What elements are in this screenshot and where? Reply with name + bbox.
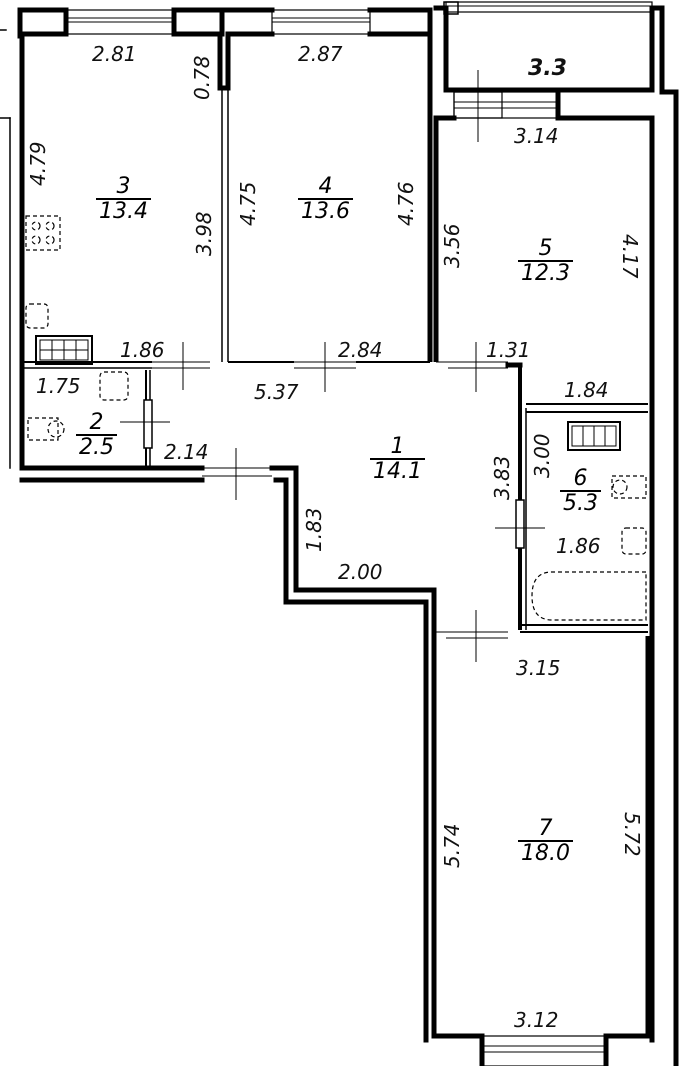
dim-r6-bottom: 1.86 — [556, 534, 601, 558]
room-number: 5 — [538, 236, 553, 261]
dim-r2-top: 1.75 — [36, 374, 81, 398]
dim-r4-bottom: 2.84 — [338, 338, 383, 362]
room-area: 13.4 — [96, 198, 151, 224]
room-4-label: 4 13.6 — [298, 176, 353, 224]
room-number: 6 — [573, 466, 588, 491]
room-number: 4 — [318, 174, 333, 199]
dim-r6-left: 3.00 — [530, 433, 554, 478]
dim-r5-bottom: 1.84 — [564, 378, 609, 402]
dim-r7-top: 3.15 — [516, 656, 561, 680]
dim-r4-top: 2.87 — [298, 42, 343, 66]
room-area: 18.0 — [518, 840, 573, 866]
balcony-area: 3.3 — [528, 56, 567, 81]
dim-r3-top: 2.81 — [92, 42, 137, 66]
room-area: 5.3 — [560, 490, 601, 516]
room-6-label: 6 5.3 — [560, 468, 601, 516]
room-number: 2 — [89, 410, 104, 435]
room-3-label: 3 13.4 — [96, 176, 151, 224]
dim-r3-left: 4.79 — [26, 141, 50, 186]
room-5-label: 5 12.3 — [518, 238, 573, 286]
room-area: 2.5 — [76, 434, 117, 460]
room-area: 12.3 — [518, 260, 573, 286]
room-area: 13.6 — [298, 198, 353, 224]
dim-r3-side-top: 0.78 — [190, 55, 214, 100]
room-7-label: 7 18.0 — [518, 818, 573, 866]
room-number: 3 — [116, 174, 131, 199]
dim-r7-right: 5.72 — [620, 812, 644, 857]
room-number: 1 — [390, 434, 405, 459]
dim-r4-right: 4.76 — [394, 181, 418, 226]
dim-r5-bottom-left: 1.31 — [486, 338, 531, 362]
dim-r4-left: 4.75 — [236, 181, 260, 226]
room-area: 14.1 — [370, 458, 425, 484]
dim-r3-bottom: 1.86 — [120, 338, 165, 362]
dim-r5-top: 3.14 — [514, 124, 559, 148]
dim-hall-bottom: 2.00 — [338, 560, 383, 584]
dim-hall-mid: 1.83 — [302, 507, 326, 552]
dim-r5-left: 3.56 — [440, 223, 464, 268]
dim-hall-right: 3.83 — [490, 455, 514, 500]
dim-r7-left: 5.74 — [440, 823, 464, 868]
dim-r3-right: 3.98 — [192, 211, 216, 256]
dim-r7-bottom: 3.12 — [514, 1008, 559, 1032]
dim-hall-top: 5.37 — [254, 380, 299, 404]
room-2-label: 2 2.5 — [76, 412, 117, 460]
room-1-label: 1 14.1 — [370, 436, 425, 484]
dim-hall-left: 2.14 — [164, 440, 209, 464]
room-number: 7 — [538, 816, 553, 841]
fixtures — [25, 215, 647, 621]
dim-r5-right: 4.17 — [618, 234, 642, 279]
